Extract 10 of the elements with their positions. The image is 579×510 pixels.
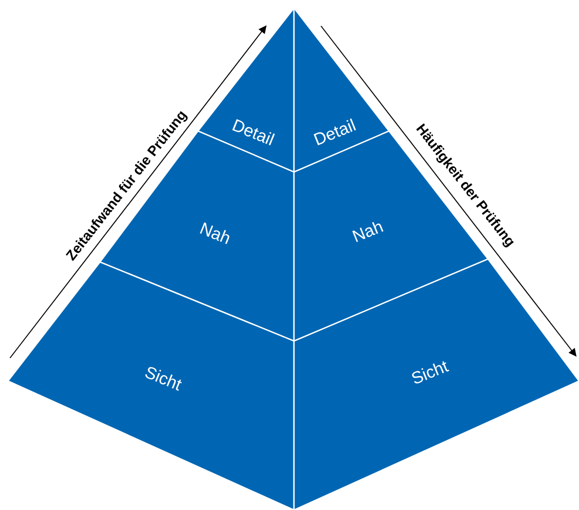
pyramid-segment xyxy=(294,8,389,172)
pyramid-segment xyxy=(8,262,294,510)
segment-label: Nah xyxy=(196,218,234,250)
segment-label: Sicht xyxy=(142,362,184,396)
pyramid-segment xyxy=(198,8,294,172)
pyramid-segment xyxy=(294,259,579,510)
segment-label: Detail xyxy=(229,116,277,150)
segment-label: Detail xyxy=(311,116,359,150)
segment-label: Nah xyxy=(350,216,386,248)
segment-label: Sicht xyxy=(408,356,452,390)
